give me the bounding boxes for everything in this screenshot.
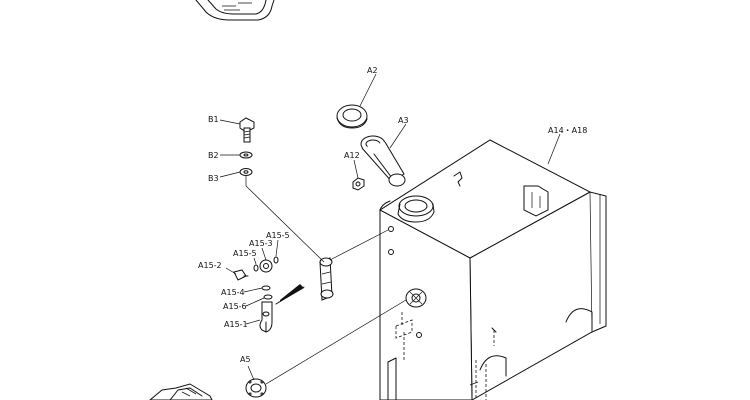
part-a12-nut	[352, 177, 365, 191]
label-a12: A12	[344, 151, 360, 160]
label-a15-4: A15-4	[221, 288, 245, 297]
part-b1-bolt	[239, 117, 255, 143]
label-a15-3: A15-3	[249, 239, 273, 248]
label-a15-2: A15-2	[198, 261, 222, 270]
part-a3-filler-tube	[360, 135, 406, 187]
label-a15-1: A15-1	[224, 320, 248, 329]
label-a3: A3	[398, 116, 409, 125]
label-a15-5-left: A15-5	[233, 249, 257, 258]
part-a5-gasket	[245, 378, 267, 398]
label-a14-a18: A14・A18	[548, 126, 587, 135]
label-a2: A2	[367, 66, 378, 75]
part-labels: A2 A3 A12 A14・A18 B1 B2 B3 A15-5 A15-3 A…	[198, 66, 587, 364]
label-b2: B2	[208, 151, 219, 160]
label-a15-6: A15-6	[223, 302, 247, 311]
part-b2-washer	[239, 151, 253, 159]
label-a5: A5	[240, 355, 251, 364]
part-b3-washer	[239, 168, 253, 176]
label-a15-5-top: A15-5	[266, 231, 290, 240]
bottom-partial-component	[149, 383, 213, 400]
label-b3: B3	[208, 174, 219, 183]
part-a2-cap	[336, 104, 368, 129]
leader-lines	[219, 73, 561, 385]
top-partial-component	[195, 0, 275, 21]
hydraulic-tank	[379, 139, 607, 400]
label-b1: B1	[208, 115, 219, 124]
part-a15-assembly	[233, 256, 334, 333]
